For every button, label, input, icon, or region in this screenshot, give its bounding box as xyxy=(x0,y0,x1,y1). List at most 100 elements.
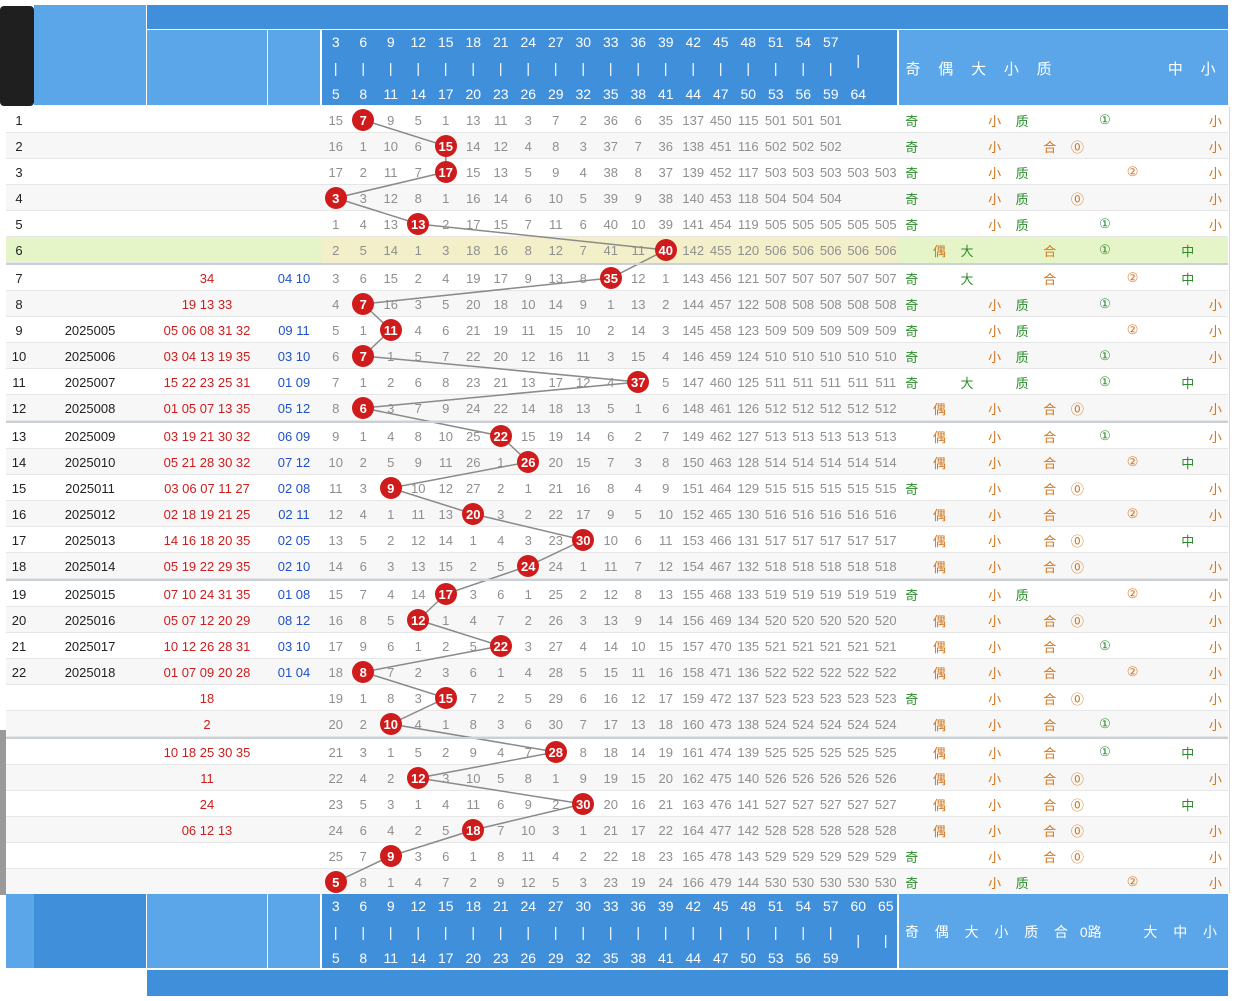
row-sum-value: 453 xyxy=(709,190,732,206)
row-zone2 xyxy=(268,685,320,711)
row-indicator xyxy=(953,843,981,869)
row-sum-value: 8 xyxy=(359,874,367,890)
row-sum-value: 4 xyxy=(359,216,367,232)
sum-col-header-end: 8 xyxy=(359,86,368,102)
footer-sum-col-bar: | xyxy=(801,924,806,940)
header-zone2-cell xyxy=(268,30,320,105)
row-sum-value: 462 xyxy=(709,428,732,444)
row-indicator xyxy=(1064,711,1092,737)
footer-sum-col-start: 3 xyxy=(331,898,340,914)
sum-col-header-bar: | xyxy=(526,60,531,76)
row-sum-value: 8 xyxy=(469,716,477,732)
row-sum-value: 506 xyxy=(819,242,842,258)
footer-sum-col-header: 45|47 xyxy=(707,898,735,966)
row-indicator: 小 xyxy=(988,875,1002,891)
row-indicator xyxy=(1119,133,1147,159)
row-indicator: 合 xyxy=(1043,401,1057,417)
row-sum-value: 529 xyxy=(874,848,897,864)
row-indicator xyxy=(1091,317,1119,343)
row-indicator xyxy=(1008,633,1036,659)
row-indicator: 小 xyxy=(988,849,1002,865)
row-indicator: 合 xyxy=(1043,691,1057,707)
sum-col-header-end: 44 xyxy=(685,86,702,102)
row-indicator: 小 xyxy=(988,559,1002,575)
row-zone2: 09 11 xyxy=(278,322,310,338)
row-sum-value: 512 xyxy=(792,400,815,416)
row-indicator: ② xyxy=(1126,454,1139,469)
row-indicator: 合 xyxy=(1043,717,1057,733)
footer-sum-col-start: 39 xyxy=(657,898,674,914)
header-period-cell xyxy=(34,5,146,105)
row-sum-value: 5 xyxy=(524,690,532,706)
sum-col-header-bar: | xyxy=(443,60,448,76)
row-zone2: 07 12 xyxy=(277,454,311,470)
row-period xyxy=(40,185,140,211)
sum-col-header-end: 35 xyxy=(602,86,619,102)
sum-col-header-end: 56 xyxy=(795,86,812,102)
row-indicator xyxy=(1064,159,1092,185)
row-sum-value: 513 xyxy=(847,428,870,444)
row-sum-value: 3 xyxy=(359,744,367,760)
row-indicator xyxy=(1174,159,1202,185)
row-indicator: 偶 xyxy=(932,717,946,733)
row-sum-value: 19 xyxy=(603,770,618,786)
sum-col-header: 12|14 xyxy=(405,34,433,102)
row-indicator: 合 xyxy=(1043,613,1057,629)
row-sum-value: 5 xyxy=(552,874,560,890)
footer-sum-col-start: 15 xyxy=(437,898,454,914)
row-sum-value: 5 xyxy=(387,612,395,628)
hit-ball: 15 xyxy=(434,687,457,709)
row-sum-value: 149 xyxy=(682,428,705,444)
footer-period-cell xyxy=(34,894,146,968)
row-sum-value: 10 xyxy=(521,822,536,838)
footer-sum-col-header: 39|41 xyxy=(652,898,680,966)
row-indicator: 小 xyxy=(1208,401,1222,417)
footer-sum-col-start: 21 xyxy=(492,898,509,914)
footer-sum-col-end: 53 xyxy=(767,950,784,966)
row-sum-value: 5 xyxy=(332,322,340,338)
row-sum-value: 20 xyxy=(548,454,563,470)
footer-sum-col-start: 12 xyxy=(410,898,427,914)
row-indicator: 中 xyxy=(1181,745,1195,761)
row-indicator xyxy=(1119,765,1147,791)
row-sum-value: 503 xyxy=(847,164,870,180)
row-sum-value: 520 xyxy=(764,612,787,628)
row-sum-value: 24 xyxy=(548,558,563,574)
row-sum-value: 38 xyxy=(603,164,618,180)
footer-sum-col-header: 24|26 xyxy=(515,898,543,966)
row-sum-value: 8 xyxy=(359,612,367,628)
row-indicator: ① xyxy=(1099,216,1111,231)
row-indicator: 奇 xyxy=(905,875,919,891)
row-sum-value: 511 xyxy=(765,374,787,390)
row-indicator xyxy=(953,791,981,817)
row-zone1: 14 16 18 20 35 xyxy=(163,532,251,548)
row-sum-value: 7 xyxy=(332,374,340,390)
row-seq: 17 xyxy=(11,532,27,548)
footer-sum-col-start: 51 xyxy=(767,898,784,914)
row-sum-value: 26 xyxy=(548,612,563,628)
row-sum-value: 30 xyxy=(548,716,563,732)
row-sum-value: 136 xyxy=(737,664,760,680)
row-indicator: 中 xyxy=(1181,533,1195,549)
row-sum-value: 17 xyxy=(631,822,646,838)
row-sum-value: 503 xyxy=(764,164,787,180)
row-period xyxy=(40,211,140,237)
row-indicator xyxy=(953,185,981,211)
row-zone2 xyxy=(268,133,320,159)
row-sum-value: 522 xyxy=(819,664,842,680)
row-indicator: 奇 xyxy=(905,217,919,233)
row-sum-value: 504 xyxy=(792,190,815,206)
row-sum-value: 163 xyxy=(682,796,705,812)
row-seq xyxy=(8,817,30,843)
row-indicator: ① xyxy=(1099,428,1111,443)
row-sum-value: 20 xyxy=(328,716,343,732)
row-sum-value: 7 xyxy=(634,558,642,574)
row-sum-value: 473 xyxy=(709,716,732,732)
row-indicator xyxy=(1064,211,1092,237)
row-zone2 xyxy=(268,791,320,817)
row-zone2: 01 04 xyxy=(277,664,311,680)
row-sum-value: 38 xyxy=(658,190,673,206)
row-indicator xyxy=(898,527,926,553)
row-indicator: 质 xyxy=(1015,165,1029,181)
row-sum-value: 6 xyxy=(497,796,505,812)
